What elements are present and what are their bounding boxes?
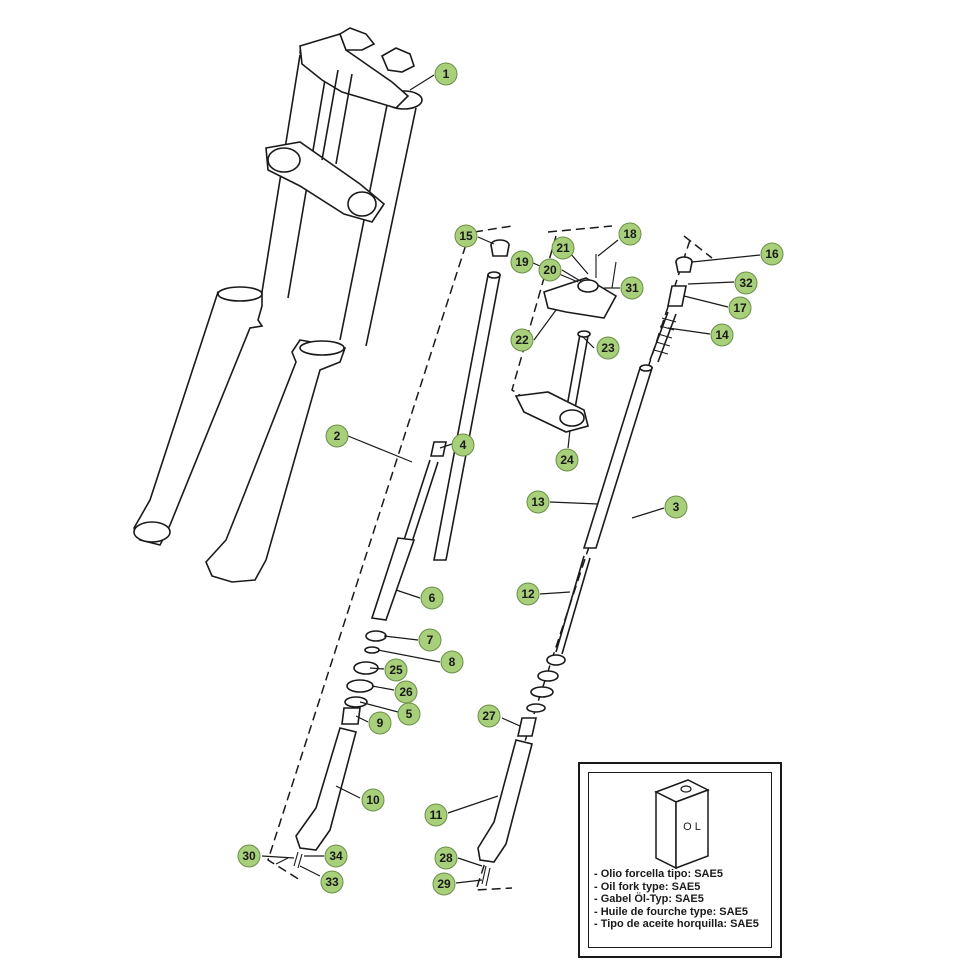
svg-text:25: 25 [389,663,403,677]
svg-text:27: 27 [482,709,496,723]
callout-34: 34 [324,844,348,868]
oil-spec-line-en: - Oil fork type: SAE5 [594,880,701,893]
callout-26: 26 [394,680,418,704]
callout-23: 23 [596,336,620,360]
callout-17: 17 [728,296,752,320]
svg-text:16: 16 [765,247,779,261]
svg-text:13: 13 [531,495,545,509]
svg-text:34: 34 [329,849,343,863]
callout-29: 29 [432,872,456,896]
callout-19: 19 [510,250,534,274]
svg-text:11: 11 [430,808,443,822]
svg-text:23: 23 [601,341,615,355]
callout-9: 9 [368,711,392,735]
callout-11: 11 [424,803,448,827]
svg-text:17: 17 [733,301,747,315]
svg-text:18: 18 [623,227,637,241]
callout-4: 4 [451,433,475,457]
svg-text:1: 1 [443,67,450,81]
left-leg-exploded [267,225,513,881]
svg-text:26: 26 [399,685,413,699]
callout-31: 31 [620,276,644,300]
right-leg-exploded [474,235,713,891]
steering-stem-exploded [511,225,618,433]
callout-2: 2 [325,424,349,448]
svg-text:33: 33 [325,875,339,889]
svg-text:12: 12 [521,587,535,601]
svg-text:6: 6 [429,591,436,605]
callout-6: 6 [420,586,444,610]
callout-8: 8 [440,650,464,674]
oil-spec-line-fr: - Huile de fourche type: SAE5 [594,905,749,918]
svg-text:9: 9 [377,716,384,730]
svg-text:10: 10 [366,793,380,807]
callout-21: 21 [551,236,575,260]
svg-text:24: 24 [560,453,574,467]
oil-spec-inner-frame [588,772,772,948]
callout-24: 24 [555,448,579,472]
callout-10: 10 [361,788,385,812]
svg-text:19: 19 [515,255,529,269]
svg-text:3: 3 [673,500,680,514]
callout-20: 20 [538,258,562,282]
callout-12: 12 [516,582,540,606]
svg-text:4: 4 [460,438,467,452]
callout-25: 25 [384,658,408,682]
callout-18: 18 [618,222,642,246]
callout-28: 28 [434,846,458,870]
callout-5: 5 [397,702,421,726]
callout-32: 32 [734,271,758,295]
callout-22: 22 [510,328,534,352]
callout-3: 3 [664,495,688,519]
callout-16: 16 [760,242,784,266]
svg-text:5: 5 [406,707,413,721]
svg-text:31: 31 [625,281,639,295]
callout-14: 14 [710,323,734,347]
svg-text:7: 7 [427,633,434,647]
callout-7: 7 [418,628,442,652]
oil-spec-line-de: - Gabel Öl-Typ: SAE5 [594,893,704,905]
oil-spec-list: - Olio forcella tipo: SAE5 - Oil fork ty… [594,868,759,931]
svg-text:14: 14 [715,328,729,342]
callout-15: 15 [454,224,478,248]
svg-text:21: 21 [556,241,570,255]
svg-text:8: 8 [449,655,456,669]
svg-text:2: 2 [334,429,341,443]
oil-can-label: O L [683,821,701,833]
callout-30: 30 [237,844,261,868]
svg-text:15: 15 [459,229,473,243]
callout-33: 33 [320,870,344,894]
svg-text:32: 32 [739,276,753,290]
callout-27: 27 [477,704,501,728]
oil-spec-line-it: - Olio forcella tipo: SAE5 [594,868,723,880]
callout-13: 13 [526,490,550,514]
oil-spec-line-es: - Tipo de aceite horquilla: SAE5 [594,918,759,930]
oil-spec-box: O L - Olio forcella tipo: SAE5 - Oil for… [578,762,782,958]
svg-text:20: 20 [543,263,557,277]
svg-text:28: 28 [439,851,453,865]
oil-can-icon: O L [654,779,710,870]
svg-text:29: 29 [437,877,451,891]
leader-lines [261,74,761,884]
svg-text:30: 30 [242,849,256,863]
svg-text:22: 22 [515,333,529,347]
assembled-fork [133,27,423,583]
callout-1: 1 [434,62,458,86]
